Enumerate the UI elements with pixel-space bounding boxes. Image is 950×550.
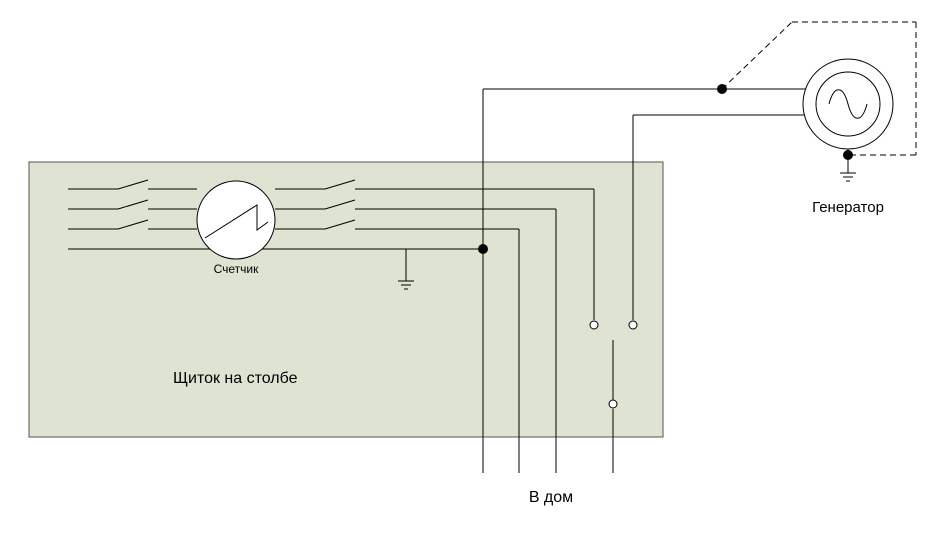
junction-dot-generator-ground xyxy=(843,150,853,160)
panel-label: Щиток на столбе xyxy=(173,370,298,387)
generator-phase-line xyxy=(632,114,808,320)
junction-dot-generator-line xyxy=(717,84,727,94)
generator-label: Генератор xyxy=(812,199,884,216)
meter-label: Счетчик xyxy=(214,262,260,276)
generator-housing-dashed xyxy=(721,21,917,156)
panel-ground-icon xyxy=(398,249,414,290)
to-house-label: В дом xyxy=(529,489,573,506)
supply-line-2 xyxy=(68,199,557,473)
switch-terminal-generator xyxy=(628,320,638,330)
switch-terminal-common xyxy=(608,399,618,409)
junction-dot-neutral xyxy=(478,244,488,254)
supply-line-1 xyxy=(68,179,595,320)
switch-terminal-grid xyxy=(589,320,599,330)
pole-panel-box xyxy=(28,161,664,438)
meter-icon xyxy=(196,180,276,260)
neutral-riser xyxy=(482,88,806,473)
ac-generator-icon xyxy=(802,58,894,150)
supply-line-3 xyxy=(68,219,520,473)
